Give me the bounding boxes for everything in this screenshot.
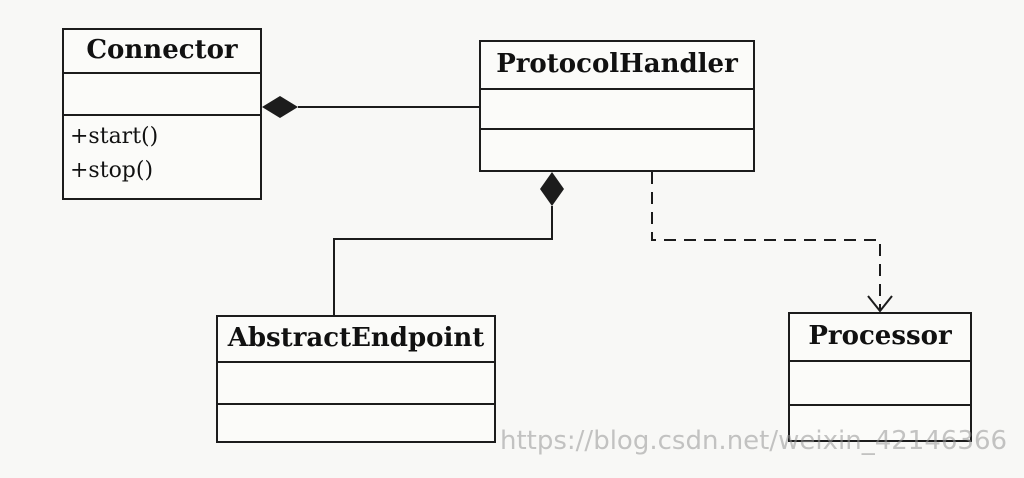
- protocolhandler-processor-dashed-line: [651, 172, 881, 310]
- processor-class: Processor: [788, 312, 972, 442]
- operation-stop: +stop(): [70, 158, 154, 183]
- abstractendpoint-operations: [218, 405, 494, 409]
- protocolhandler-class-name: ProtocolHandler: [481, 42, 753, 90]
- protocolhandler-attributes: [481, 90, 753, 130]
- abstractendpoint-class-name: AbstractEndpoint: [218, 317, 494, 363]
- processor-attributes: [790, 362, 970, 406]
- composition-diamond-protocolhandler: [540, 172, 564, 206]
- connector-attributes: [64, 74, 260, 116]
- connector-class-name: Connector: [64, 30, 260, 74]
- dependency-arrowhead: [867, 295, 893, 313]
- operation-start: +start(): [70, 124, 159, 149]
- connector-operations: +start() +stop(): [64, 116, 260, 188]
- protocolhandler-endpoint-line: [333, 206, 553, 315]
- composition-diamond-connector: [262, 96, 298, 118]
- watermark-text: https://blog.csdn.net/weixin_42146366: [500, 426, 1008, 456]
- processor-operations: [790, 406, 970, 410]
- protocolhandler-class: ProtocolHandler: [479, 40, 755, 172]
- abstractendpoint-class: AbstractEndpoint: [216, 315, 496, 443]
- connector-class: Connector +start() +stop(): [62, 28, 262, 200]
- abstractendpoint-attributes: [218, 363, 494, 405]
- protocolhandler-operations: [481, 130, 753, 134]
- processor-class-name: Processor: [790, 314, 970, 362]
